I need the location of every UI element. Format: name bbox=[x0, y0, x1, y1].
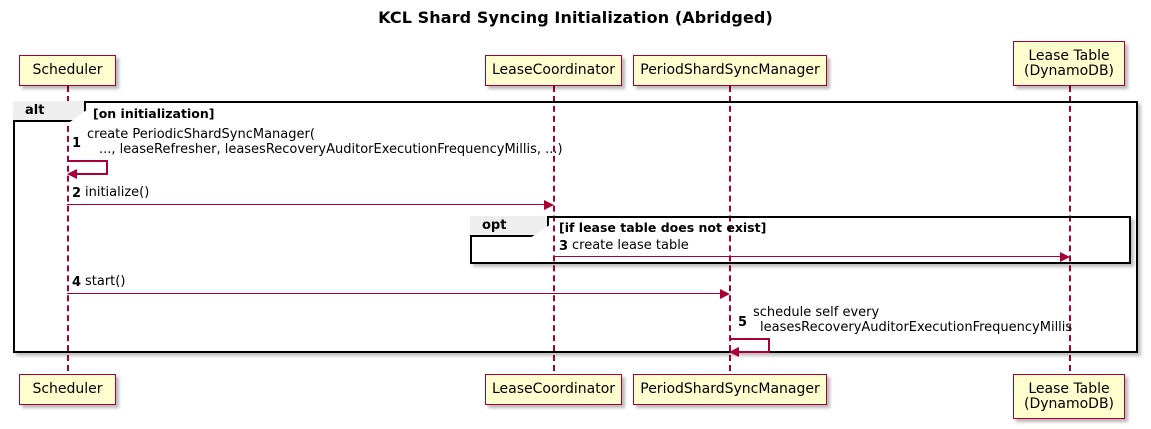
message-1-arrowhead bbox=[67, 169, 77, 180]
participant-scheduler-bottom[interactable]: Scheduler bbox=[19, 374, 116, 405]
participant-label: Scheduler bbox=[32, 381, 103, 397]
fragment-alt-keyword: alt bbox=[25, 103, 45, 118]
message-1-label-line1: create PeriodicShardSyncManager( bbox=[87, 127, 315, 142]
participant-label: Scheduler bbox=[32, 62, 103, 78]
message-3-line bbox=[553, 256, 1065, 257]
message-4-line bbox=[67, 293, 725, 294]
participant-label: LeaseCoordinator bbox=[491, 62, 616, 78]
message-5-self-loop-right bbox=[768, 338, 770, 353]
message-5-number: 5 bbox=[738, 315, 748, 330]
message-1-label-line2: ..., leaseRefresher, leasesRecoveryAudit… bbox=[99, 142, 563, 157]
participant-leasecoordinator-bottom[interactable]: LeaseCoordinator bbox=[485, 374, 622, 405]
participant-label-line2: (DynamoDB) bbox=[1023, 62, 1115, 79]
message-3-arrowhead bbox=[1060, 251, 1070, 262]
participant-leasetable-top[interactable]: Lease Table (DynamoDB) bbox=[1013, 41, 1125, 86]
message-5-label-line2: leasesRecoveryAuditorExecutionFrequencyM… bbox=[760, 320, 1073, 335]
message-5-arrowhead bbox=[729, 347, 739, 358]
participant-label-line1: Lease Table bbox=[1028, 47, 1110, 64]
message-5-self-loop-bottom bbox=[739, 351, 770, 353]
lifeline-leasecoordinator bbox=[553, 86, 555, 371]
message-5-self-loop-top bbox=[729, 338, 770, 340]
diagram-title: KCL Shard Syncing Initialization (Abridg… bbox=[378, 8, 773, 27]
message-4-label: start() bbox=[85, 274, 126, 289]
fragment-opt bbox=[470, 216, 1131, 264]
message-1-number: 1 bbox=[72, 136, 82, 151]
fragment-opt-keyword: opt bbox=[482, 218, 507, 233]
participant-scheduler-top[interactable]: Scheduler bbox=[19, 55, 116, 86]
message-2-line bbox=[67, 204, 549, 205]
participant-label: PeriodShardSyncManager bbox=[640, 62, 820, 78]
fragment-alt-guard: [on initialization] bbox=[93, 106, 215, 121]
message-4-arrowhead bbox=[720, 288, 730, 299]
lifeline-leasetable bbox=[1069, 86, 1071, 371]
fragment-alt bbox=[13, 101, 1138, 353]
message-5-label-line1: schedule self every bbox=[753, 305, 880, 320]
participant-periodshardsyncmanager-top[interactable]: PeriodShardSyncManager bbox=[633, 55, 827, 86]
fragment-opt-guard: [if lease table does not exist] bbox=[559, 220, 767, 235]
participant-label: PeriodShardSyncManager bbox=[640, 381, 820, 397]
participant-leasecoordinator-top[interactable]: LeaseCoordinator bbox=[485, 55, 622, 86]
message-3-number: 3 bbox=[559, 239, 569, 254]
participant-leasetable-bottom[interactable]: Lease Table (DynamoDB) bbox=[1013, 374, 1125, 419]
lifeline-scheduler bbox=[67, 86, 69, 371]
message-1-self-loop-top bbox=[67, 160, 108, 162]
participant-label-line2: (DynamoDB) bbox=[1023, 395, 1115, 412]
message-2-arrowhead bbox=[544, 199, 554, 210]
message-2-number: 2 bbox=[72, 186, 82, 201]
message-2-label: initialize() bbox=[85, 185, 150, 200]
message-1-self-loop-right bbox=[106, 160, 108, 175]
message-4-number: 4 bbox=[72, 275, 82, 290]
participant-label: LeaseCoordinator bbox=[491, 381, 616, 397]
participant-label-line1: Lease Table bbox=[1028, 380, 1110, 397]
message-3-label: create lease table bbox=[572, 238, 689, 253]
lifeline-periodshardsyncmanager bbox=[729, 86, 731, 371]
message-1-self-loop-bottom bbox=[77, 173, 108, 175]
participant-periodshardsyncmanager-bottom[interactable]: PeriodShardSyncManager bbox=[633, 374, 827, 405]
